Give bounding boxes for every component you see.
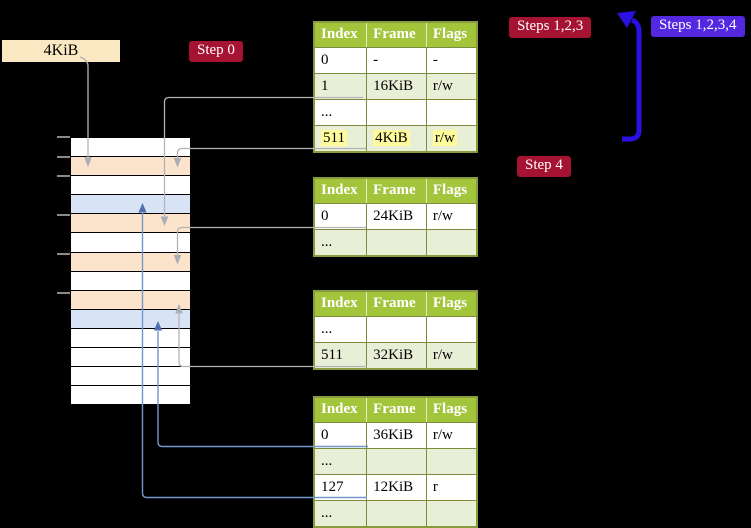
table-header-row: Index Frame Flags xyxy=(314,22,477,48)
cell-frame: 12KiB xyxy=(373,478,414,495)
memory-row-empty xyxy=(71,348,190,368)
table-row-highlighted: 511 4KiB r/w xyxy=(313,125,478,153)
cell-index: 511 xyxy=(321,346,343,363)
cell-frame: 16KiB xyxy=(373,77,414,94)
cell-frame-highlighted: 4KiB xyxy=(373,129,410,146)
memory-row-frame xyxy=(71,157,190,177)
memory-tick xyxy=(57,214,70,216)
cell-index-highlighted: 511 xyxy=(321,129,347,146)
table-row: 0 24KiB r/w xyxy=(313,203,478,230)
cell-index: 0 xyxy=(321,426,329,443)
column-header-index: Index xyxy=(314,397,367,423)
cell-index: 0 xyxy=(321,207,329,224)
column-header-frame: Frame xyxy=(366,22,427,48)
cell-index: ... xyxy=(321,504,333,521)
cell-index: ... xyxy=(321,233,333,250)
memory-row-page xyxy=(71,195,190,215)
column-header-frame: Frame xyxy=(366,397,427,423)
column-header-flags: Flags xyxy=(425,178,477,204)
memory-row-frame xyxy=(71,214,190,234)
memory-row-frame xyxy=(71,252,190,272)
table-row: ... xyxy=(313,448,478,475)
cell-flags: r/w xyxy=(432,207,453,224)
frame-size-label: 4KiB xyxy=(2,40,120,62)
cell-frame: 32KiB xyxy=(373,346,414,363)
memory-tick xyxy=(57,292,70,294)
cell-index: ... xyxy=(321,320,333,337)
column-header-index: Index xyxy=(314,178,367,204)
page-table-level2: Index Frame Flags 0 24KiB r/w ... xyxy=(313,177,478,257)
memory-row-empty xyxy=(71,176,190,196)
table-row: 127 12KiB r xyxy=(313,474,478,501)
column-header-index: Index xyxy=(314,291,367,317)
cell-index: ... xyxy=(321,103,333,120)
column-header-frame: Frame xyxy=(366,291,427,317)
table-row: ... xyxy=(313,99,478,126)
table-row: 1 16KiB r/w xyxy=(313,73,478,100)
column-header-flags: Flags xyxy=(425,397,477,423)
badge-step-4: Step 4 xyxy=(517,156,571,177)
column-header-flags: Flags xyxy=(425,22,477,48)
table-header-row: Index Frame Flags xyxy=(314,178,477,204)
table-row: ... xyxy=(313,500,478,528)
memory-row-empty xyxy=(71,138,190,158)
cell-index: 1 xyxy=(321,77,329,94)
table-row: 511 32KiB r/w xyxy=(313,342,478,370)
cell-frame: - xyxy=(373,51,379,68)
cell-flags: r/w xyxy=(432,426,453,443)
cell-flags-highlighted: r/w xyxy=(432,129,457,146)
table-row: 0 - - xyxy=(313,47,478,74)
table-header-row: Index Frame Flags xyxy=(314,397,477,423)
table-row: 0 36KiB r/w xyxy=(313,422,478,449)
cell-index: ... xyxy=(321,452,333,469)
memory-row-empty xyxy=(71,271,190,291)
page-table-level3: Index Frame Flags ... 511 32KiB r/w xyxy=(313,290,478,370)
memory-row-frame xyxy=(71,290,190,310)
badge-steps-1-2-3-4: Steps 1,2,3,4 xyxy=(651,16,745,37)
memory-row-empty xyxy=(71,386,190,406)
cell-frame: 36KiB xyxy=(373,426,414,443)
cell-frame: 24KiB xyxy=(373,207,414,224)
badge-steps-1-2-3: Steps 1,2,3 xyxy=(509,17,592,38)
memory-row-empty xyxy=(71,367,190,387)
page-table-level1: Index Frame Flags 0 - - 1 16KiB r/w ... … xyxy=(313,21,478,153)
memory-row-empty xyxy=(71,233,190,253)
memory-tick xyxy=(57,175,70,177)
cell-flags: r xyxy=(432,478,438,495)
page-table-level4: Index Frame Flags 0 36KiB r/w ... 127 12… xyxy=(313,396,478,528)
memory-tick xyxy=(57,253,70,255)
column-header-frame: Frame xyxy=(366,178,427,204)
steps-loop-arrow xyxy=(622,17,642,142)
column-header-flags: Flags xyxy=(425,291,477,317)
memory-row-page xyxy=(71,309,190,329)
steps-loop-arrowhead xyxy=(617,11,636,28)
table-row: ... xyxy=(313,316,478,343)
table-row: ... xyxy=(313,229,478,257)
cell-flags: - xyxy=(432,51,438,68)
badge-step-0: Step 0 xyxy=(189,41,243,62)
column-header-index: Index xyxy=(314,22,367,48)
memory-tick xyxy=(57,136,70,138)
cell-index: 0 xyxy=(321,51,329,68)
cell-flags: r/w xyxy=(432,346,453,363)
table-header-row: Index Frame Flags xyxy=(314,291,477,317)
physical-memory-column xyxy=(70,137,191,407)
memory-tick xyxy=(57,156,70,158)
cell-flags: r/w xyxy=(432,77,453,94)
memory-row-empty xyxy=(71,328,190,349)
cell-index: 127 xyxy=(321,478,344,495)
